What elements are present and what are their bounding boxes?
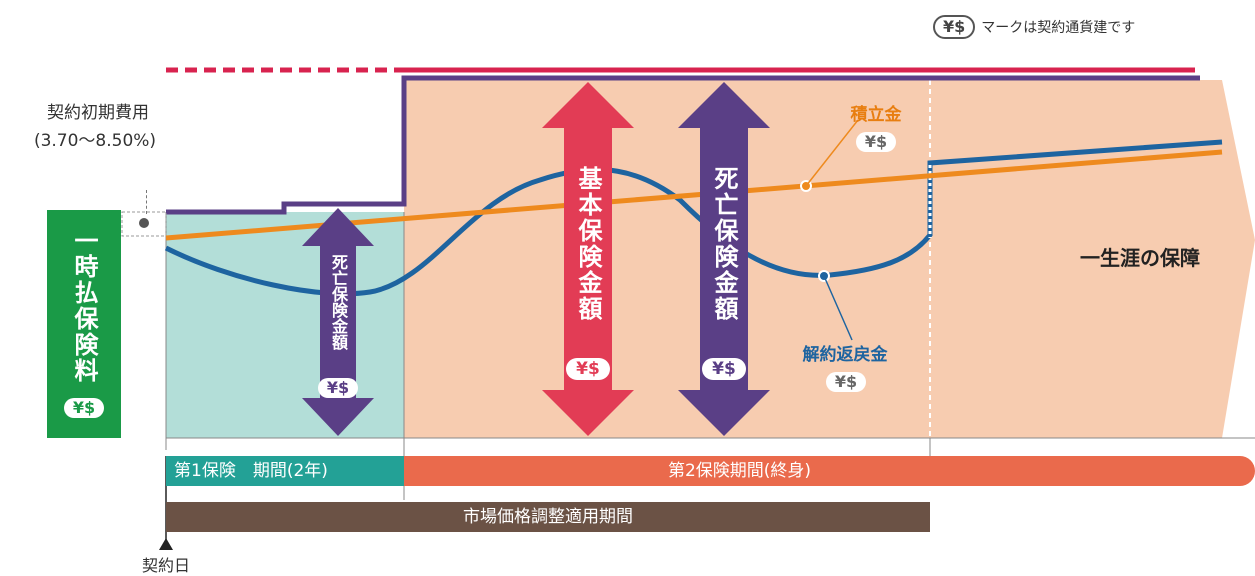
- mva-period-label: 市場価格調整適用期間: [463, 507, 633, 527]
- legend-symbol: ¥$: [933, 15, 976, 39]
- premium-symbol: ¥$: [64, 398, 104, 418]
- first-period-bar: 第1保険 期間(2年): [166, 456, 404, 486]
- death-benefit-line: [166, 75, 1200, 215]
- initial-cost-range: (3.70〜8.50%): [33, 131, 157, 151]
- premium-label: 一時払保険料: [70, 228, 98, 384]
- second-period-label: 第2保険期間(終身): [667, 461, 812, 481]
- basic-amount-label: 基本保険金額: [574, 166, 602, 322]
- mva-period-bar: 市場価格調整適用期間: [166, 502, 930, 532]
- surrender-value-symbol: ¥$: [826, 372, 866, 392]
- death-benefit-small-symbol: ¥$: [318, 378, 358, 398]
- death-benefit-large-label: 死亡保険金額: [710, 166, 738, 322]
- second-period-bar: 第2保険期間(終身): [404, 456, 1255, 486]
- death-benefit-large-symbol: ¥$: [702, 358, 746, 380]
- basic-amount-symbol: ¥$: [566, 358, 610, 380]
- death-benefit-small-arrow: [302, 208, 374, 436]
- first-period-label: 第1保険 期間(2年): [174, 461, 328, 481]
- contract-date-label: 契約日: [141, 556, 190, 575]
- surrender-value-label: 解約返戻金: [802, 345, 888, 365]
- lifetime-coverage-label: 一生涯の保障: [1080, 246, 1200, 270]
- accumulation-label: 積立金: [850, 105, 902, 125]
- accumulation-leader: [805, 119, 859, 187]
- death-benefit-small-label: 死亡保険金額: [329, 254, 348, 350]
- death-benefit-large-arrow: [678, 82, 770, 436]
- legend-text: マークは契約通貨建です: [981, 20, 1136, 36]
- initial-cost-dot: [139, 218, 149, 228]
- contract-date-marker: [159, 538, 173, 550]
- initial-cost-label: 契約初期費用: [47, 103, 149, 123]
- initial-cost-gap: [121, 211, 167, 237]
- surrender-leader: [823, 275, 853, 341]
- initial-cost-bracket: [146, 190, 147, 214]
- accumulation-symbol: ¥$: [856, 132, 896, 152]
- basic-amount-arrow: [542, 82, 634, 436]
- currency-legend: ¥$ マークは契約通貨建です: [933, 14, 1135, 40]
